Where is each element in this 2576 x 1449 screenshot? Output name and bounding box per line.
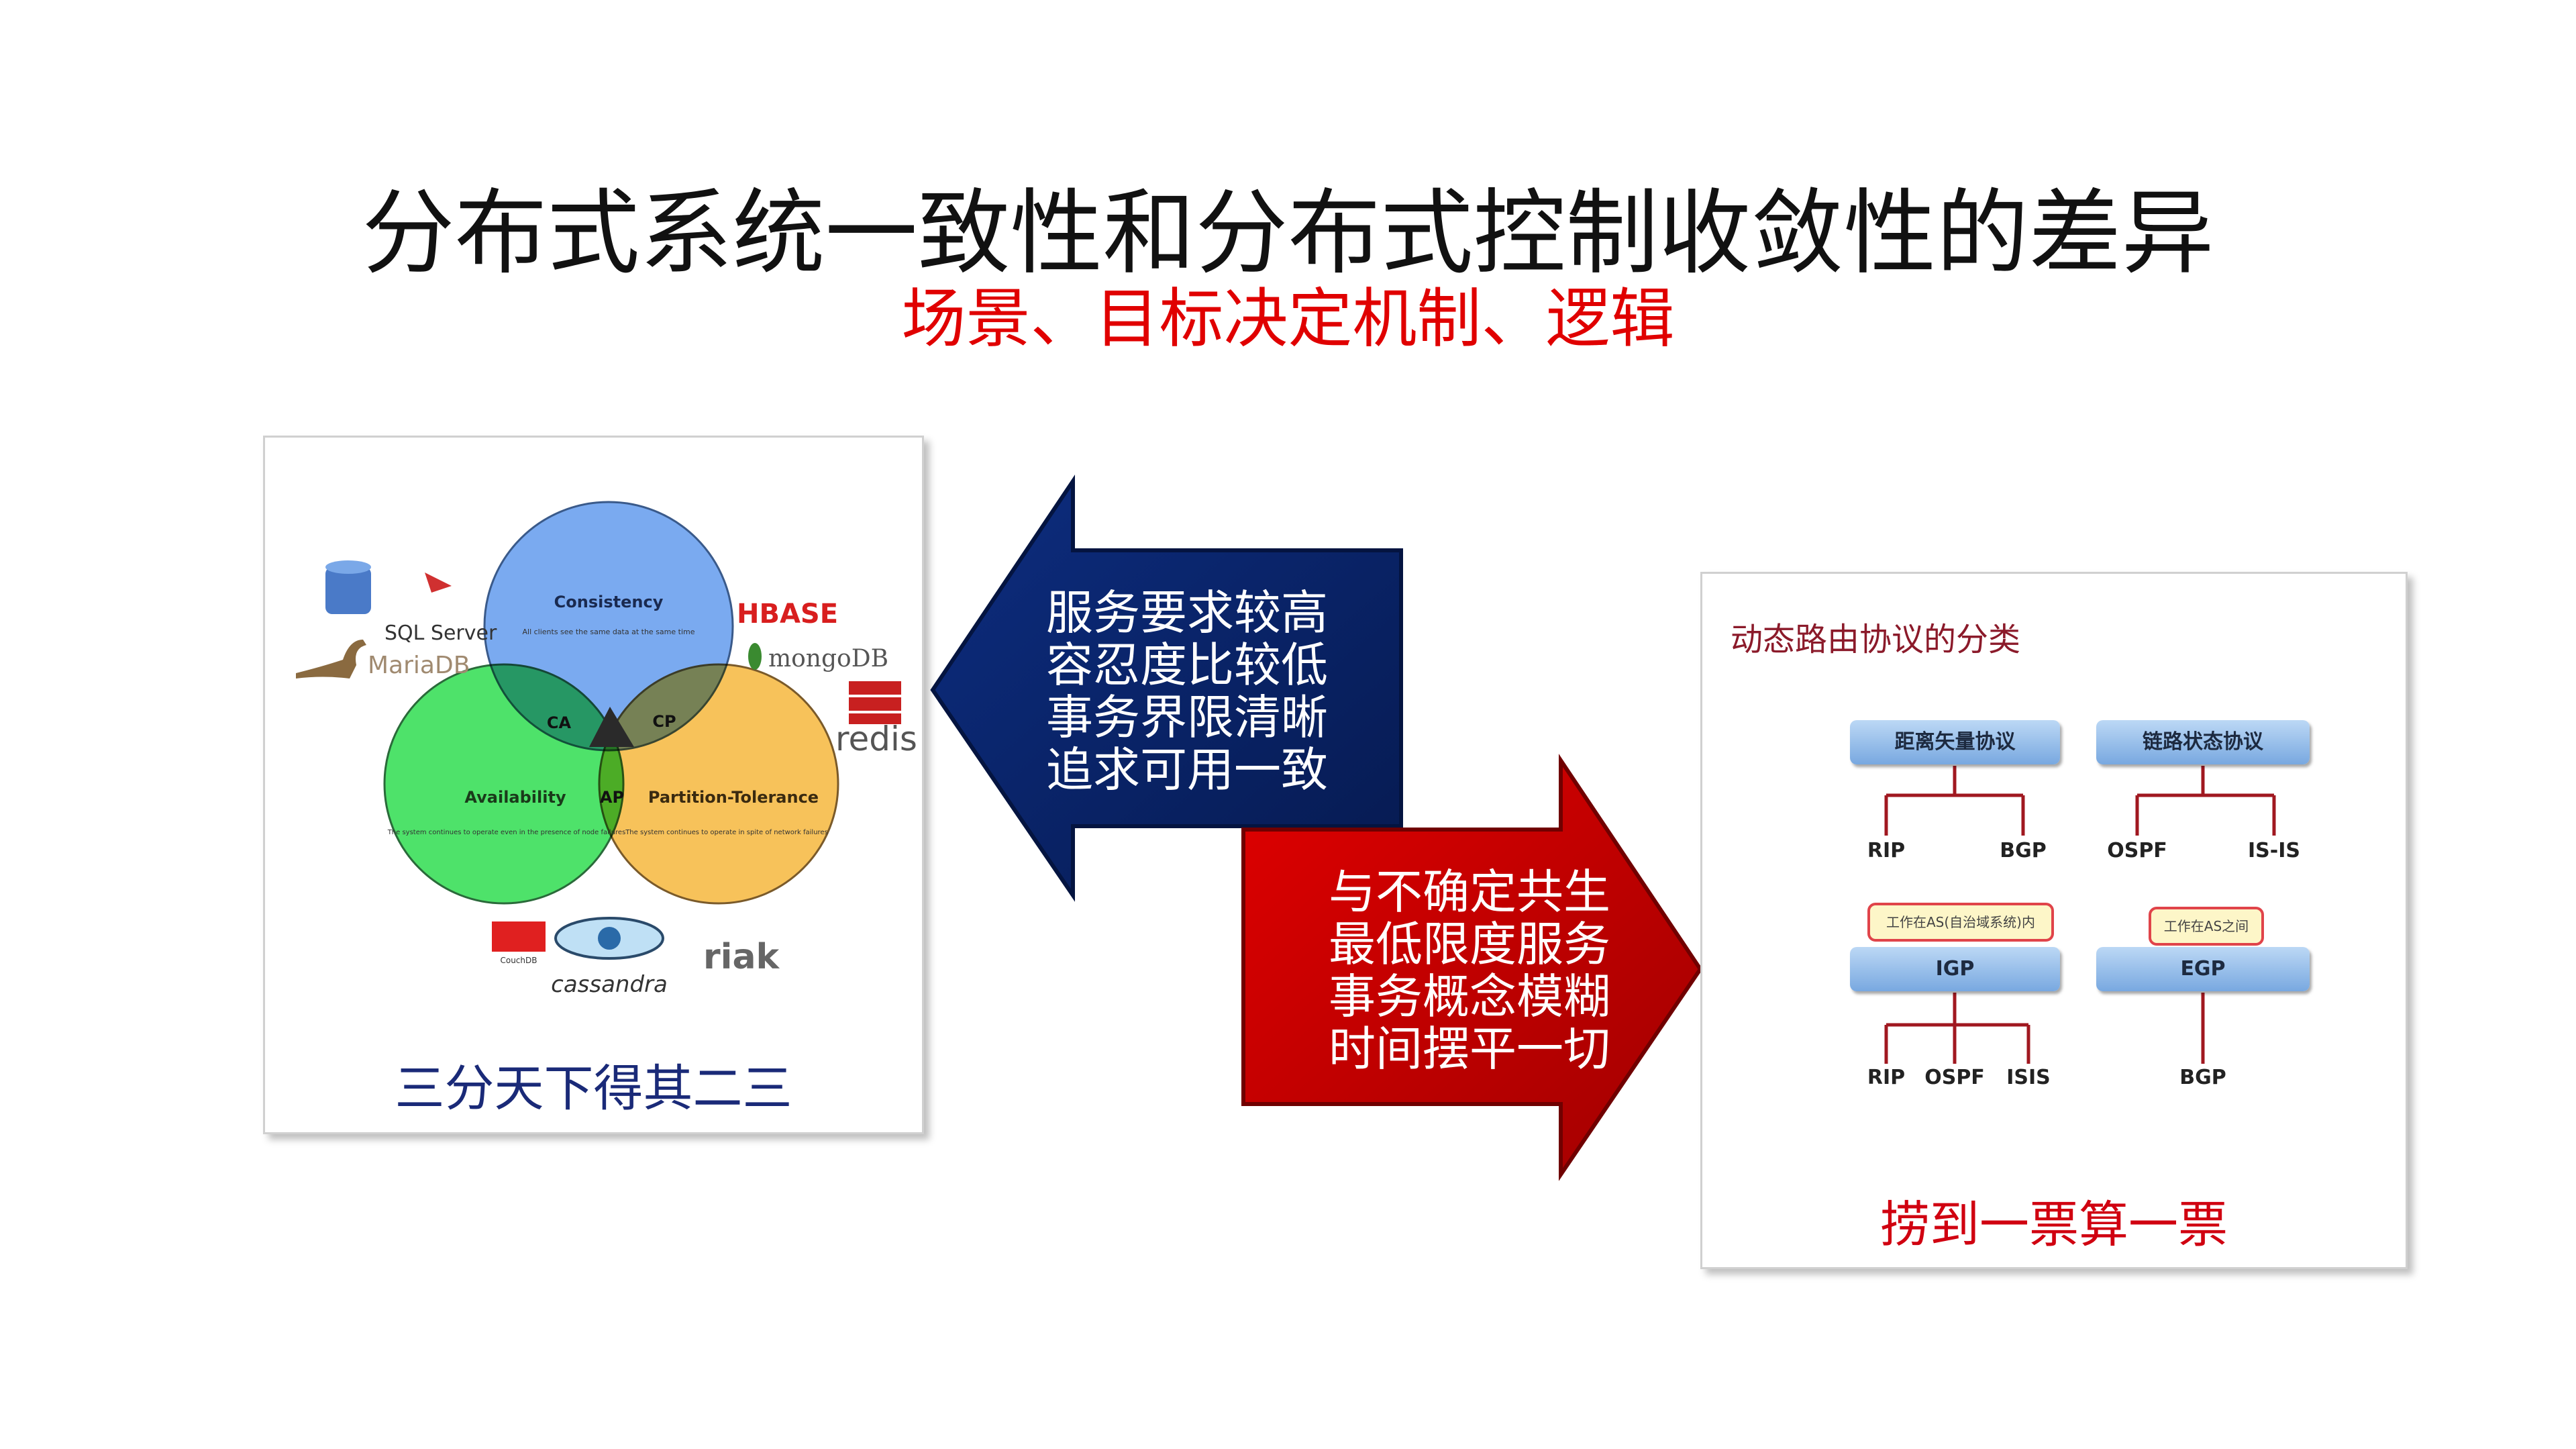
consistency-label: Consistency: [554, 593, 664, 611]
routing-caption: 捞到一票算一票: [1880, 1196, 2228, 1254]
routing-protocol-panel: 动态路由协议的分类 距离矢量协议 链路状态协议 RIP BGP OSPF IS-…: [1700, 572, 2408, 1269]
slide-subtitle: 场景、目标决定机制、逻辑: [901, 281, 1675, 356]
riak-logo: riak: [703, 937, 780, 977]
routing-tree-lines: [1884, 766, 2276, 1064]
leaf-igp-isis: ISIS: [2006, 1066, 2051, 1089]
mongodb-leaf-icon: [748, 643, 762, 670]
cap-caption: 三分天下得其二三: [395, 1060, 792, 1117]
egp-note: 工作在AS之间: [2149, 907, 2264, 946]
mariadb-seal-icon: [296, 640, 366, 679]
cap-venn-diagram: Consistency All clients see the same dat…: [296, 501, 917, 998]
sqlserver-db-icon: [325, 560, 371, 614]
link-state-box: 链路状态协议: [2096, 720, 2310, 764]
red-arrow-text: 与不确定共生 最低限度服务 事务概念模糊 时间摆平一切: [1329, 864, 1610, 1077]
cap-venn-panel: Consistency All clients see the same dat…: [263, 436, 924, 1134]
routing-panel-title: 动态路由协议的分类: [1731, 621, 2021, 658]
availability-label: Availability: [464, 788, 566, 807]
sqlserver-icon: [425, 572, 452, 593]
blue-left-arrow: [930, 474, 1403, 902]
couchdb-logo: CouchDB: [500, 956, 537, 965]
sqlserver-logo: SQL Server: [384, 621, 497, 645]
red-right-arrow: [1241, 754, 1703, 1181]
igp-note: 工作在AS(自治域系统)内: [1867, 903, 2054, 942]
partition-desc: The system continues to operate in spite…: [625, 829, 828, 836]
hbase-logo: HBASE: [737, 599, 838, 630]
leaf-egp-bgp: BGP: [2179, 1066, 2226, 1089]
cassandra-logo: cassandra: [551, 971, 668, 998]
consistency-desc: All clients see the same data at the sam…: [522, 628, 694, 636]
leaf-isis: IS-IS: [2248, 839, 2300, 862]
leaf-bgp: BGP: [2000, 839, 2047, 862]
cp-label: CP: [652, 712, 676, 731]
availability-desc: The system continues to operate even in …: [387, 829, 626, 836]
mongodb-logo: mongoDB: [768, 645, 888, 672]
redis-logo: redis: [835, 719, 917, 758]
ap-label: AP: [600, 788, 624, 807]
partition-label: Partition-Tolerance: [648, 788, 819, 807]
couchdb-icon: [492, 921, 546, 952]
distance-vector-box: 距离矢量协议: [1850, 720, 2060, 764]
partition-circle: [598, 663, 839, 905]
blue-arrow-text: 服务要求较高 容忍度比较低 事务界限清晰 追求可用一致: [1046, 585, 1328, 797]
redis-icon: [849, 681, 901, 724]
cassandra-pupil-icon: [598, 927, 621, 950]
egp-box: EGP: [2096, 947, 2310, 991]
mariadb-logo: MariaDB: [368, 652, 470, 679]
leaf-ospf: OSPF: [2107, 839, 2167, 862]
igp-box: IGP: [1850, 947, 2060, 991]
leaf-igp-rip: RIP: [1867, 1066, 1906, 1089]
leaf-igp-ospf: OSPF: [1924, 1066, 1985, 1089]
leaf-rip: RIP: [1867, 839, 1906, 862]
slide-title: 分布式系统一致性和分布式控制收敛性的差异: [362, 179, 2214, 287]
cap-center-region: [589, 707, 634, 747]
ca-label: CA: [547, 713, 572, 732]
